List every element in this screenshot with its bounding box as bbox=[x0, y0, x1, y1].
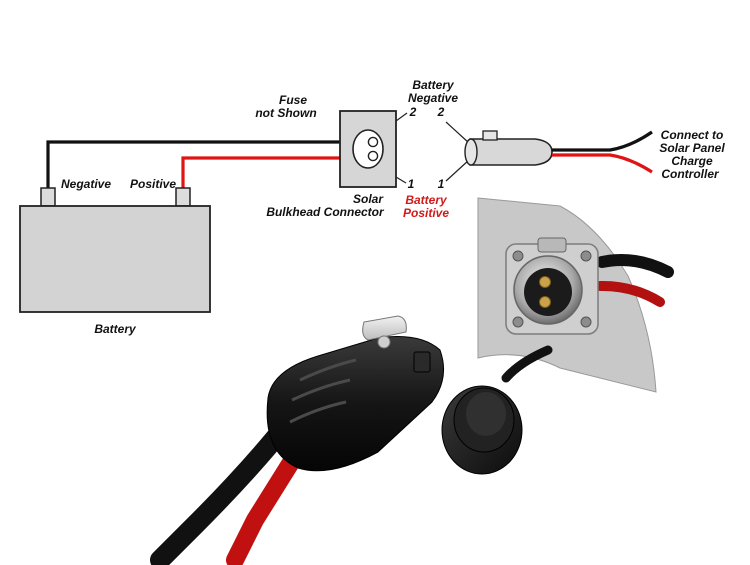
battery-negative-terminal bbox=[40, 187, 56, 207]
battery-negative-label-line1: Battery bbox=[412, 78, 455, 92]
panel-cable-black bbox=[596, 254, 674, 278]
plug-symbol-clip bbox=[482, 130, 498, 141]
pin-2-right-leader bbox=[445, 121, 470, 144]
pin-1-right-label: 1 bbox=[438, 177, 445, 191]
battery-positive-label-line1: Battery bbox=[405, 193, 448, 207]
controller-label-line2: Solar Panel bbox=[659, 141, 725, 155]
controller-negative-wire bbox=[552, 130, 653, 152]
pin-2-right-label: 2 bbox=[437, 105, 445, 119]
pin-1-left-label: 1 bbox=[408, 177, 415, 191]
bulkhead-socket-photo bbox=[505, 237, 599, 335]
controller-positive-wire bbox=[552, 153, 653, 174]
controller-label-line4: Controller bbox=[661, 167, 720, 181]
positive-terminal-label: Positive bbox=[130, 177, 176, 191]
pin-2-left-label: 2 bbox=[409, 105, 417, 119]
cap-tether bbox=[501, 345, 553, 383]
battery-positive-label-line2: Positive bbox=[403, 206, 449, 220]
pin-1-left-leader bbox=[395, 176, 407, 184]
bulkhead-label-line2: Bulkhead Connector bbox=[266, 205, 385, 219]
positive-wire bbox=[181, 156, 340, 192]
fuse-label-line2: not Shown bbox=[255, 106, 316, 120]
battery-negative-label-line2: Negative bbox=[408, 91, 458, 105]
bulkhead-socket bbox=[352, 129, 384, 169]
battery-positive-terminal bbox=[175, 187, 191, 207]
plug-symbol-body bbox=[465, 138, 553, 166]
battery-label: Battery bbox=[94, 322, 137, 336]
controller-label-line1: Connect to bbox=[661, 128, 724, 142]
dust-cap bbox=[441, 385, 523, 475]
pin-1-right-leader bbox=[445, 159, 470, 182]
bulkhead-pin-2 bbox=[367, 136, 379, 148]
controller-label-line3: Charge bbox=[671, 154, 713, 168]
battery-body bbox=[19, 205, 211, 313]
pin-2-left-leader bbox=[395, 112, 408, 122]
plug-photo bbox=[266, 315, 445, 472]
panel-cable-red bbox=[595, 280, 665, 307]
bulkhead-label-line1: Solar bbox=[353, 192, 384, 206]
negative-wire bbox=[46, 140, 340, 192]
fuse-label-line1: Fuse bbox=[279, 93, 307, 107]
bulkhead-pin-1 bbox=[367, 150, 379, 162]
plug-symbol-face bbox=[464, 138, 478, 166]
negative-terminal-label: Negative bbox=[61, 177, 111, 191]
